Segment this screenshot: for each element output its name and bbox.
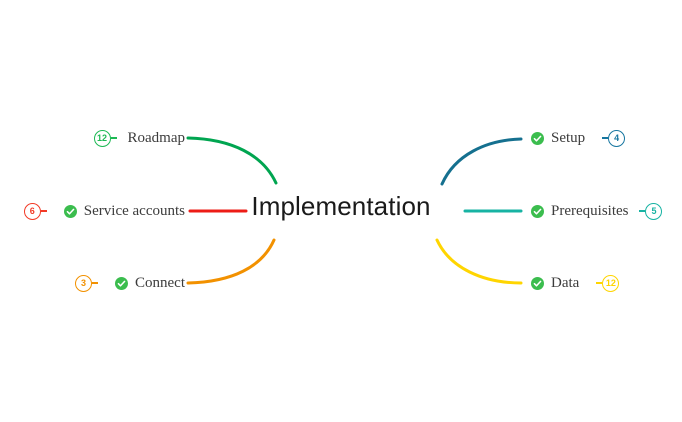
- branch-line-setup: [440, 137, 523, 186]
- badge-group-setup: 4: [602, 129, 626, 147]
- node-service-accounts[interactable]: 6 Service accounts: [8, 200, 185, 222]
- badge-setup[interactable]: 4: [608, 129, 626, 147]
- badge-dash-setup: [602, 137, 609, 139]
- node-roadmap[interactable]: 12 Roadmap: [70, 127, 185, 149]
- branch-line-roadmap: [186, 136, 278, 185]
- badge-connect[interactable]: 3: [75, 274, 92, 292]
- badge-dash-roadmap: [110, 137, 117, 139]
- node-label-connect: Connect: [135, 275, 185, 291]
- check-circle-icon: [115, 276, 128, 290]
- check-circle-icon: [531, 204, 544, 218]
- node-label-prerequisites: Prerequisites: [551, 203, 629, 219]
- node-data[interactable]: Data 12: [531, 272, 620, 294]
- check-circle-icon: [531, 131, 544, 145]
- node-prerequisites[interactable]: Prerequisites 5: [531, 200, 663, 222]
- branch-line-connect: [186, 238, 276, 285]
- badge-roadmap[interactable]: 12: [93, 129, 111, 147]
- node-label-setup: Setup: [551, 130, 586, 146]
- badge-service-accounts[interactable]: 6: [23, 202, 41, 220]
- node-label-service-accounts: Service accounts: [83, 203, 185, 219]
- node-connect[interactable]: 3 Connect: [60, 272, 185, 294]
- badge-data[interactable]: 12: [602, 274, 620, 292]
- branch-line-data: [435, 238, 523, 285]
- badge-group-service-accounts: 6: [23, 202, 47, 220]
- badge-group-prerequisites: 5: [639, 202, 663, 220]
- check-circle-icon: [531, 276, 544, 290]
- badge-group-roadmap: 12: [93, 129, 117, 147]
- badge-group-data: 12: [596, 274, 620, 292]
- badge-dash-prerequisites: [639, 210, 646, 212]
- node-setup[interactable]: Setup 4: [531, 127, 626, 149]
- badge-dash-service-accounts: [40, 210, 47, 212]
- badge-dash-data: [596, 282, 603, 284]
- node-label-roadmap: Roadmap: [127, 130, 186, 146]
- center-topic[interactable]: Implementation: [251, 191, 431, 221]
- badge-prerequisites[interactable]: 5: [645, 202, 663, 220]
- node-label-data: Data: [551, 275, 580, 291]
- badge-dash-connect: [92, 282, 98, 284]
- check-circle-icon: [63, 204, 77, 218]
- badge-group-connect: 3: [75, 274, 98, 292]
